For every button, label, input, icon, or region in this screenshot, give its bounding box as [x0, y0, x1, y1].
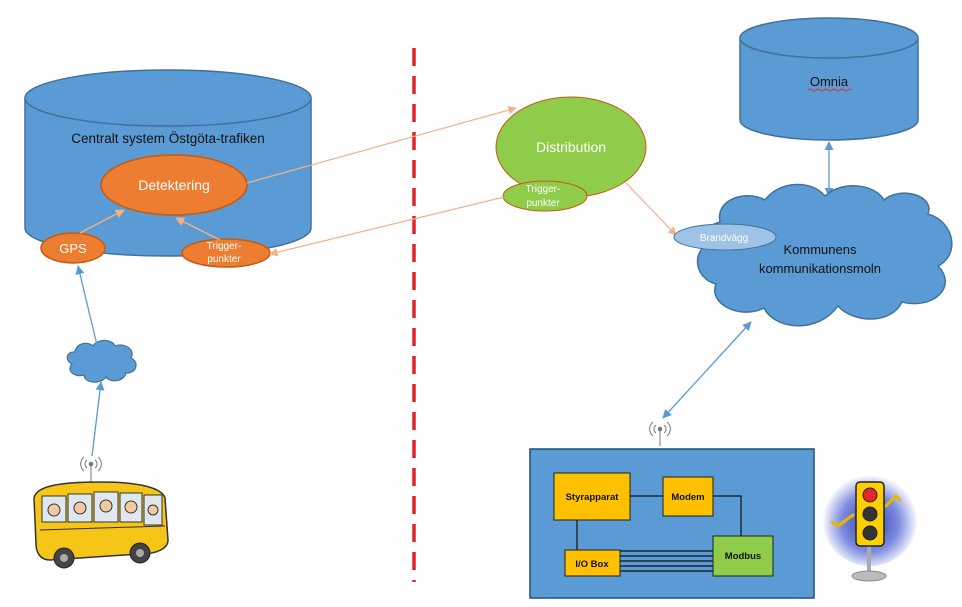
traffic-light-icon	[822, 470, 918, 582]
bus-antenna-icon	[80, 456, 102, 482]
controller-connections	[576, 495, 742, 572]
antenna-icon	[649, 421, 671, 446]
omnia-spellcheck-underline	[807, 88, 853, 92]
styrapparat-box	[553, 472, 631, 521]
modem-label: Modem	[671, 492, 704, 503]
municipal-cloud-line2: kommunikationsmoln	[759, 261, 881, 276]
arrow-distribution-triggers-to-central-triggers	[269, 196, 505, 257]
modbus-box	[712, 535, 774, 577]
omnia-cylinder	[739, 17, 919, 141]
distribution-label: Distribution	[536, 139, 606, 155]
triggers-right-ellipse	[502, 180, 588, 212]
triggers-right-line2: punkter	[526, 198, 560, 209]
triggers-left-line1: Trigger-	[207, 241, 242, 252]
gps-ellipse	[40, 232, 106, 264]
arrow-bus-to-cloud	[91, 381, 105, 457]
firewall-label: Brandvägg	[700, 233, 748, 244]
omnia-label: Omnia	[810, 74, 849, 89]
bus-icon	[33, 481, 169, 569]
modbus-label: Modbus	[725, 551, 761, 562]
small-cloud	[66, 339, 137, 383]
arrow-distribution-to-firewall	[625, 182, 677, 236]
io-box-label: I/O Box	[575, 559, 609, 570]
central-system-title: Centralt system Östgöta-trafiken	[71, 131, 265, 146]
arrow-cloud-antenna	[662, 321, 752, 419]
styrapparat-label: Styrapparat	[566, 492, 620, 503]
municipal-cloud	[696, 183, 953, 327]
triggers-left-line2: punkter	[207, 254, 241, 265]
triggers-right-line1: Trigger-	[526, 184, 561, 195]
firewall-ellipse	[673, 223, 777, 251]
modem-box	[662, 476, 714, 517]
arrow-triggers-to-detection	[175, 217, 221, 241]
municipal-cloud-line1: Kommunens	[784, 242, 857, 257]
arrow-gps-to-detection	[79, 209, 125, 234]
io-box	[564, 549, 621, 577]
arrow-cloud-to-gps	[75, 265, 98, 346]
detection-label: Detektering	[138, 177, 210, 193]
gps-label: GPS	[59, 241, 87, 256]
detection-ellipse	[100, 154, 248, 216]
arrow-detection-to-distribution	[246, 105, 517, 184]
